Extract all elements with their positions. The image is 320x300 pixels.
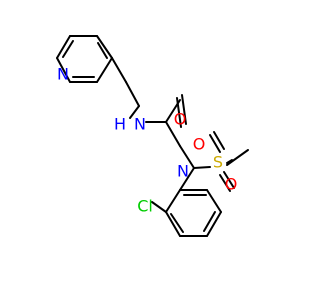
chlorophenyl-ring xyxy=(151,189,222,237)
bond xyxy=(111,57,127,83)
bond xyxy=(203,211,216,232)
pyridine-nitrogen-label: N xyxy=(57,65,69,84)
bond xyxy=(165,189,181,213)
bond xyxy=(165,121,181,147)
bond xyxy=(56,35,71,59)
bond xyxy=(226,159,233,164)
bond xyxy=(125,81,140,107)
sulfonyl-oxygen-bottom-label: O xyxy=(225,175,238,194)
bond xyxy=(129,105,140,119)
bond xyxy=(226,149,249,166)
bond xyxy=(176,97,182,128)
structure-drawing: N H N O N S O O Cl xyxy=(56,35,249,237)
bond xyxy=(193,166,211,169)
bond xyxy=(213,131,225,150)
bond xyxy=(179,167,195,191)
bond xyxy=(206,211,222,237)
carbonyl-group xyxy=(176,94,187,128)
bond xyxy=(181,94,187,125)
amide-nitrogen-label: N xyxy=(134,115,146,134)
aryl-connection xyxy=(179,167,195,191)
bond xyxy=(206,189,222,213)
bond xyxy=(62,40,74,58)
sulfonamide-nitrogen-label: N xyxy=(177,162,189,181)
bond xyxy=(96,57,113,83)
chlorine-label: Cl xyxy=(137,197,153,216)
pyridine-ring xyxy=(56,35,113,83)
bond xyxy=(97,42,108,59)
bond xyxy=(179,145,195,169)
carbonyl-oxygen-label: O xyxy=(174,110,187,129)
sulfonyl-oxygen-top-label: O xyxy=(193,135,206,154)
amide-h-label: H xyxy=(114,115,126,134)
sulfur-label: S xyxy=(213,153,223,172)
bond xyxy=(165,211,181,237)
bond xyxy=(170,213,184,233)
bond xyxy=(151,201,167,213)
bond xyxy=(209,134,221,153)
bond xyxy=(96,35,113,59)
bond xyxy=(223,171,235,189)
sulfonyl-group xyxy=(193,131,249,192)
bond xyxy=(219,174,231,192)
bond xyxy=(56,57,71,83)
molecule-canvas: N H N O N S O O Cl xyxy=(56,35,249,237)
